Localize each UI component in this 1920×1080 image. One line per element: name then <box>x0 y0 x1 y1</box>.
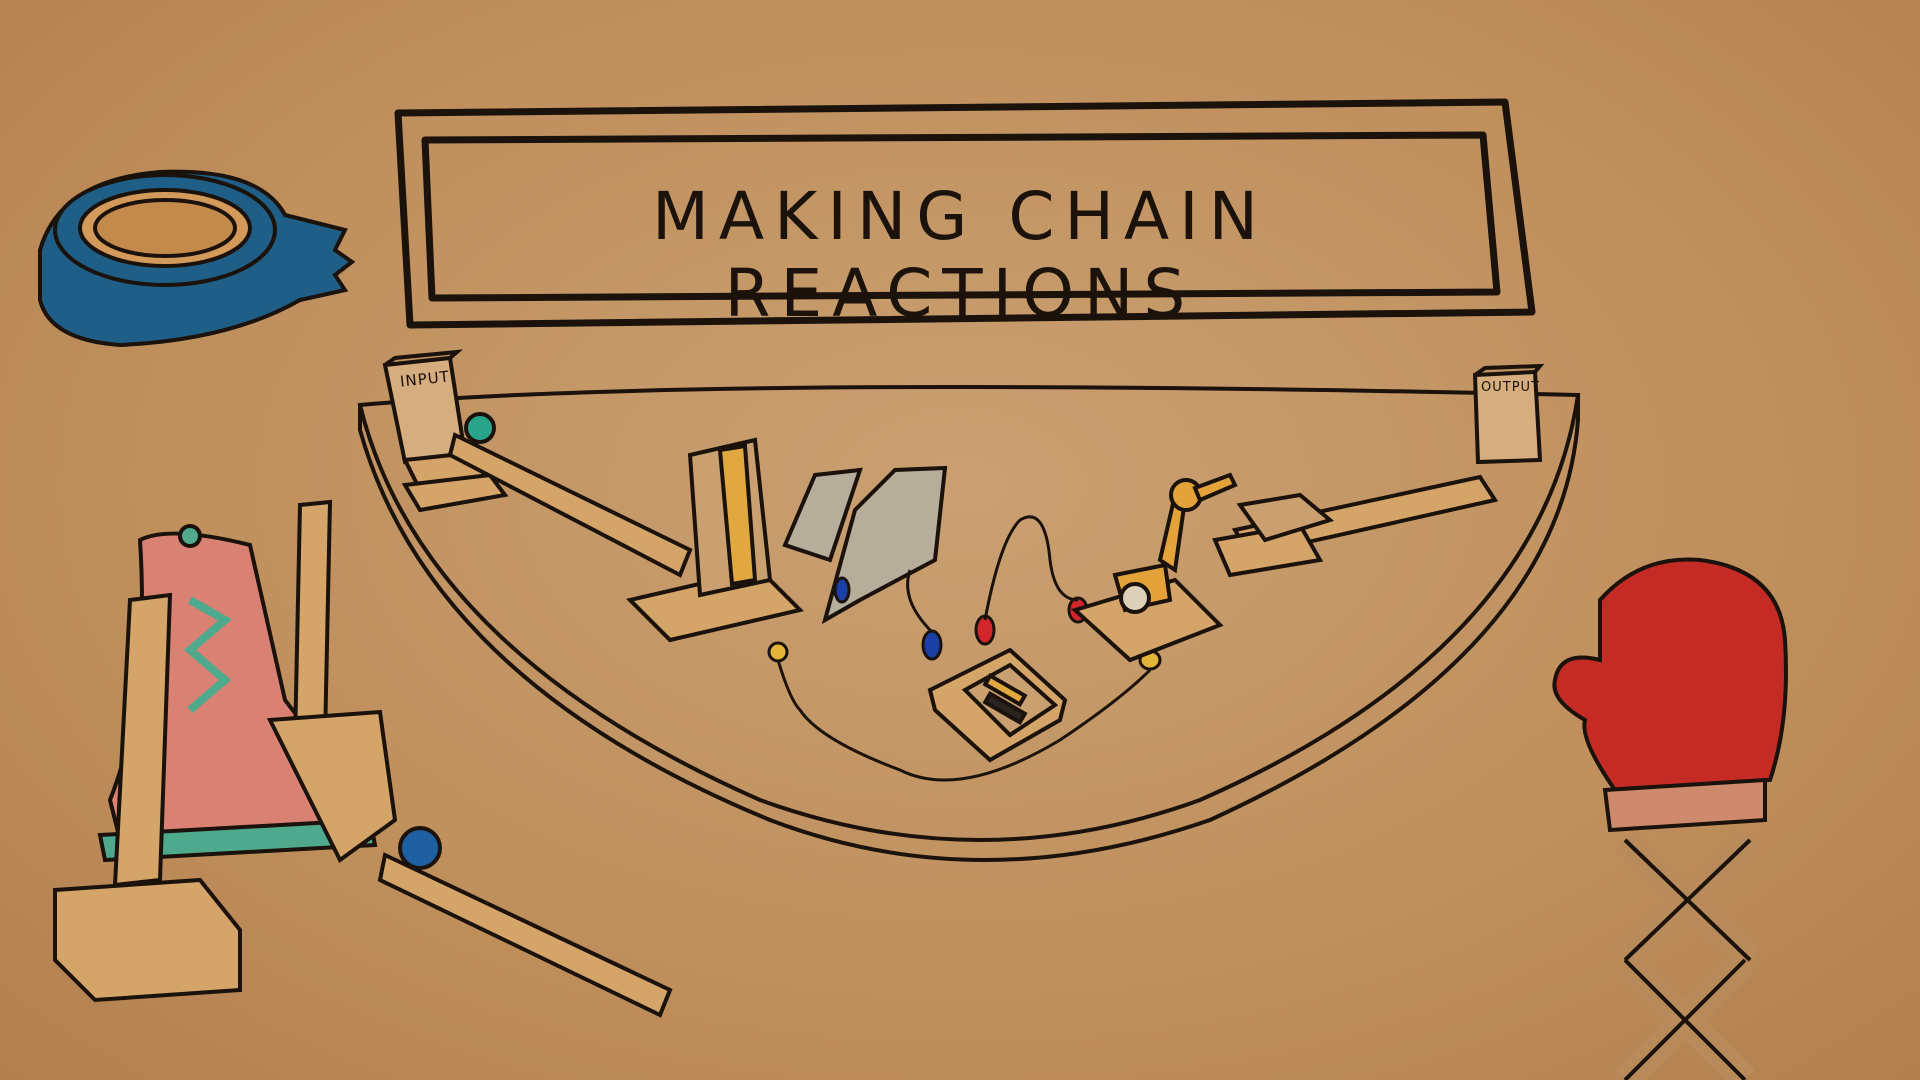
foil-blocks <box>782 465 948 625</box>
table-surface <box>357 385 1581 862</box>
lower-marble-ramp <box>377 826 673 1018</box>
mitten-scissor-lift <box>1552 557 1788 1080</box>
output-label: OUTPUT <box>1481 380 1540 395</box>
page-title: MAKING CHAIN REACTIONS <box>651 178 1269 332</box>
ruler-stand <box>626 437 804 643</box>
robot-arm-cart <box>1071 472 1238 663</box>
car-ramp <box>1212 474 1499 578</box>
tape-roll-icon <box>38 169 356 348</box>
switch-box <box>927 647 1068 763</box>
title-frame <box>394 98 1536 329</box>
boot-with-posts <box>53 499 398 1003</box>
wires <box>776 515 1152 782</box>
output-box <box>1472 363 1545 465</box>
marble-ramp <box>447 412 693 578</box>
